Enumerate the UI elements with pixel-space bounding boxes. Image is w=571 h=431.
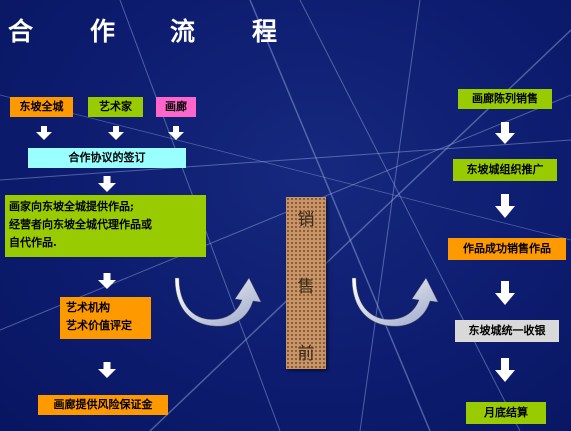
- pre-sale-char: 售: [297, 277, 315, 297]
- pre-sale-char: 销: [297, 210, 315, 230]
- down-arrow-icon: [108, 126, 124, 140]
- evaluation-line: 艺术价值评定: [66, 319, 132, 332]
- party-artist: 艺术家: [88, 97, 143, 117]
- curved-arrow-icon: [175, 277, 262, 327]
- guarantee-box: 画廊提供风险保证金: [38, 395, 168, 415]
- down-arrow-icon: [495, 281, 515, 305]
- step-monthly-settlement: 月底结算: [466, 402, 546, 424]
- down-arrow-icon: [98, 362, 116, 378]
- evaluation-box: 艺术机构 艺术价值评定: [60, 297, 151, 339]
- supply-box: 画家向东坡全城提供作品; 经营者向东坡全城代理作品或 自代作品.: [5, 195, 206, 257]
- step-promotion: 东坡城组织推广: [453, 159, 557, 181]
- curved-arrow-icon: [352, 277, 439, 327]
- down-arrow-icon: [495, 358, 515, 382]
- party-dongpo: 东坡全城: [10, 97, 73, 117]
- down-arrow-icon: [495, 122, 515, 144]
- evaluation-line: 艺术机构: [66, 301, 110, 314]
- pre-sale-bar: 销 售 前: [286, 197, 326, 369]
- down-arrow-icon: [98, 273, 116, 289]
- title-char: 作: [90, 17, 116, 46]
- down-arrow-icon: [168, 126, 184, 140]
- down-arrow-icon: [495, 194, 515, 218]
- agreement-box: 合作协议的签订: [28, 148, 186, 168]
- step-sale-success: 作品成功销售作品: [448, 238, 566, 260]
- down-arrow-icon: [36, 126, 52, 140]
- party-gallery: 画廊: [156, 97, 196, 117]
- step-unified-checkout: 东坡城统一收银: [455, 320, 559, 342]
- down-arrow-icon: [98, 176, 116, 192]
- supply-line: 经营者向东坡全城代理作品或: [9, 218, 152, 231]
- title-char: 合: [8, 17, 34, 46]
- title-char: 程: [252, 17, 278, 46]
- step-gallery-display: 画廊陈列销售: [458, 89, 552, 109]
- title-char: 流: [170, 17, 196, 46]
- supply-line: 自代作品.: [9, 236, 57, 249]
- pre-sale-char: 前: [297, 344, 315, 364]
- supply-line: 画家向东坡全城提供作品;: [9, 200, 135, 213]
